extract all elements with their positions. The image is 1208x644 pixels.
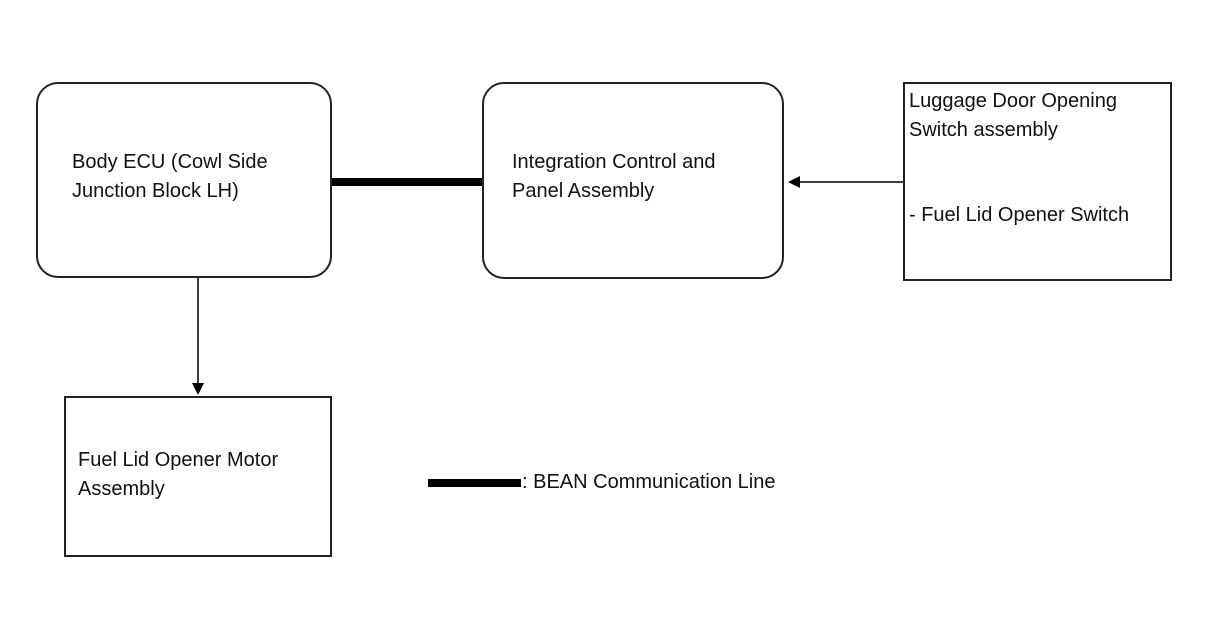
fuel-lid-motor-label-line1: Fuel Lid Opener Motor — [78, 449, 279, 471]
legend-label: : BEAN Communication Line — [522, 471, 776, 493]
integration-control-label-line2: Panel Assembly — [512, 180, 655, 202]
fuel-lid-opener-switch-label: - Fuel Lid Opener Switch — [909, 204, 1130, 226]
fuel-lid-motor-label: Fuel Lid Opener Motor Assembly — [78, 446, 278, 504]
luggage-switch-label-line1: Luggage Door Opening — [909, 90, 1117, 112]
luggage-switch-label: Luggage Door Opening Switch assembly — [909, 87, 1117, 145]
body-ecu-label: Body ECU (Cowl Side Junction Block LH) — [72, 148, 268, 206]
integration-control-label: Integration Control and Panel Assembly — [512, 148, 715, 206]
fuel-lid-motor-block: Fuel Lid Opener Motor Assembly — [64, 396, 332, 557]
luggage-switch-label-line2: Switch assembly — [909, 119, 1058, 141]
body-ecu-label-line2: Junction Block LH) — [72, 180, 239, 202]
body-ecu-label-line1: Body ECU (Cowl Side — [72, 151, 268, 173]
luggage-switch-block: Luggage Door Opening Switch assembly - F… — [903, 82, 1172, 281]
body-ecu-block: Body ECU (Cowl Side Junction Block LH) — [36, 82, 332, 278]
integration-control-label-line1: Integration Control and — [512, 151, 716, 173]
fuel-lid-motor-label-line2: Assembly — [78, 478, 165, 500]
integration-control-block: Integration Control and Panel Assembly — [482, 82, 784, 279]
